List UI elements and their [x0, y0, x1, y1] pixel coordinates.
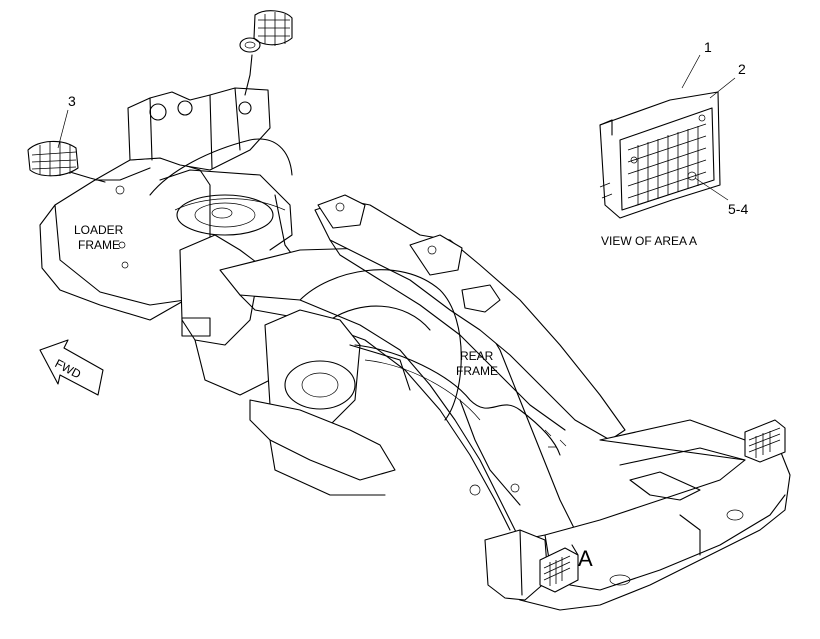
callout-5-4: 5-4: [728, 201, 748, 217]
rear-light-left: [543, 555, 571, 586]
area-marker-pointer: [571, 544, 579, 556]
rear-bumper-drawing: [484, 419, 791, 611]
area-marker-a: A: [578, 546, 593, 571]
rear-frame-label-line2: FRAME: [456, 364, 498, 378]
cage-light-left-drawing: [27, 140, 106, 183]
fwd-arrow: [39, 339, 104, 396]
cage-light-top-drawing: [239, 10, 293, 96]
callout-2: 2: [738, 61, 746, 77]
loader-frame-drawing: [39, 87, 301, 396]
view-of-area-a-inset: [57, 54, 736, 219]
rear-frame-drawing: [219, 194, 626, 546]
loader-frame-label-line1: LOADER: [74, 223, 124, 237]
view-of-area-caption: VIEW OF AREA A: [601, 234, 697, 248]
callout-3: 3: [68, 93, 76, 109]
callout-1: 1: [704, 39, 712, 55]
loader-frame-label-line2: FRAME: [78, 238, 120, 252]
rear-light-right: [748, 427, 781, 458]
connector-grid: [627, 114, 707, 205]
rear-frame-label-line1: REAR: [460, 349, 494, 363]
